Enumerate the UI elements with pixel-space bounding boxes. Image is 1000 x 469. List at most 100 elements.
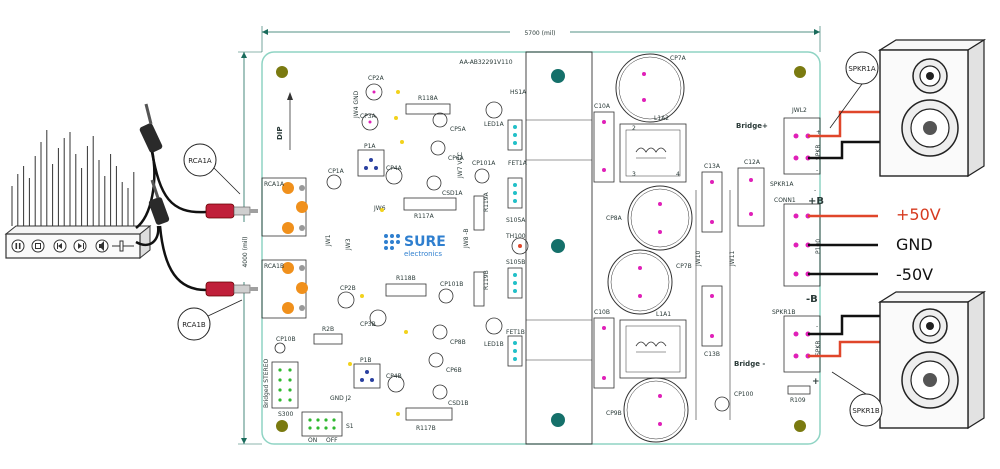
svg-text:3: 3 <box>632 171 636 178</box>
svg-text:GND J2: GND J2 <box>330 395 351 402</box>
svg-text:R109: R109 <box>790 397 806 404</box>
cap-cp6b: CP6B <box>428 352 462 374</box>
cap-cp2b: CP2B <box>337 285 356 309</box>
cap-cp6a: CP6A <box>430 140 465 162</box>
svg-text:TH100: TH100 <box>505 233 526 240</box>
svg-text:L1A1: L1A1 <box>656 311 671 318</box>
rca-connector-b: RCA1B <box>261 259 308 319</box>
cap-cp3b: CP3B <box>360 309 387 328</box>
svg-text:-B: -B <box>806 294 818 305</box>
switch-s300: S300 <box>271 361 299 418</box>
cap-csd1a: CSD1A <box>426 175 463 197</box>
svg-text:RCA1B: RCA1B <box>182 321 206 329</box>
callout-rca1b: RCA1B <box>177 299 243 341</box>
svg-text:JW3: JW3 <box>345 238 352 251</box>
svg-text:R119B: R119B <box>483 270 490 290</box>
svg-text:JW6: JW6 <box>373 205 386 212</box>
cap-c12a: C12A <box>737 159 765 227</box>
svg-text:CP101A: CP101A <box>472 160 496 167</box>
svg-text:LED1B: LED1B <box>484 341 504 348</box>
speaker-icon <box>877 38 987 178</box>
cap-csd1b: CSD1B <box>432 384 469 407</box>
volume-slider <box>112 240 134 252</box>
cap-cp101b: CP101B <box>438 281 463 304</box>
stop-icon <box>31 239 45 253</box>
svg-text:CP5A: CP5A <box>450 126 467 133</box>
svg-text:CP8B: CP8B <box>450 339 466 346</box>
trimmer-p1b: P1B <box>353 357 381 389</box>
bridged-stereo-label: Bridged STEREO <box>263 359 270 408</box>
resistor-r119a: R119A <box>473 191 490 231</box>
cap-cp5a: CP5A <box>432 112 467 133</box>
cap-c10b: C10B <box>593 309 615 389</box>
trimmer-p1a: P1A <box>357 143 385 177</box>
svg-text:OFF: OFF <box>326 437 338 444</box>
svg-text:CONN1: CONN1 <box>774 197 796 204</box>
dimension-height-label: 4000 (mil) <box>242 236 249 267</box>
svg-text:P1B: P1B <box>360 357 372 364</box>
svg-text:+: + <box>816 129 821 136</box>
svg-text:JW7 VCC: JW7 VCC <box>457 152 464 179</box>
dip-label: DIP <box>276 126 284 140</box>
svg-text:2: 2 <box>632 125 636 132</box>
resistor-r119b: R119B <box>473 270 490 307</box>
play-pause-icon <box>11 239 25 253</box>
svg-text:CP101B: CP101B <box>440 281 463 288</box>
svg-text:+: + <box>812 377 820 387</box>
speaker-icon <box>877 290 987 430</box>
svg-text:JWL2: JWL2 <box>791 107 807 114</box>
svg-text:CSD1A: CSD1A <box>442 190 463 197</box>
cap-cp2a: CP2A <box>365 75 385 101</box>
bridge-plus-label: Bridge+ <box>736 122 768 130</box>
svg-text:CP7B: CP7B <box>676 263 692 270</box>
cap-cp7a: CP7A <box>615 53 687 123</box>
speaker-connector-a: JWL2 SPKR1A SPKR + - <box>770 107 822 188</box>
svg-text:electronics: electronics <box>404 250 442 258</box>
yellow-pads <box>348 90 408 416</box>
svg-text:SPKR: SPKR <box>815 144 822 160</box>
svg-text:R117B: R117B <box>416 425 436 432</box>
inductor-l1a1: L1A1 <box>619 311 687 379</box>
dimension-width-label: 5700 (mil) <box>524 30 555 37</box>
label-gnd: GND <box>896 235 933 254</box>
dimension-width: 5700 (mil) <box>261 26 821 52</box>
svg-text:LED1A: LED1A <box>484 121 505 128</box>
prev-icon <box>53 239 67 253</box>
callout-spkr1b: SPKR1B <box>831 371 883 427</box>
resistor-r2b: R2B <box>313 326 343 345</box>
svg-text:RCA1B: RCA1B <box>264 263 284 270</box>
callout-spkr1a: SPKR1A <box>829 51 879 129</box>
cap-cp101a: CP101A <box>472 160 496 184</box>
resistor-r117b: R117B <box>405 407 453 432</box>
cap-cp1a: CP1A <box>326 168 345 190</box>
cap-cp7b: CP7B <box>607 249 692 315</box>
cap-cp100: CP100 <box>714 391 753 412</box>
svg-text:C10A: C10A <box>594 103 611 110</box>
wire-spkr1a-black <box>808 140 882 160</box>
mount-hole-bottom-right <box>794 420 806 432</box>
svg-text:CP3B: CP3B <box>360 321 376 328</box>
fet-fet1a: FET1A <box>507 119 528 167</box>
resistor-r118a: R118A <box>405 95 451 115</box>
svg-text:CSD1B: CSD1B <box>448 400 469 407</box>
mount-hole-bottom-left <box>276 420 288 432</box>
svg-text:RCA1A: RCA1A <box>264 181 285 188</box>
svg-text:CP100: CP100 <box>734 391 753 398</box>
resistor-r109: R109 <box>787 385 811 404</box>
svg-text:R118A: R118A <box>418 95 439 102</box>
svg-text:C12A: C12A <box>744 159 761 166</box>
svg-text:CP10B: CP10B <box>276 336 296 343</box>
callout-rca1a: RCA1A <box>183 143 241 195</box>
led-led1b: LED1B <box>484 317 504 348</box>
fet-s105a: S105A <box>506 177 526 224</box>
svg-text:JW4 GND: JW4 GND <box>353 90 360 119</box>
cap-cp8a: CP8A <box>606 185 693 251</box>
svg-text:C13B: C13B <box>704 351 720 358</box>
cap-cp4a: CP4A <box>385 165 403 185</box>
svg-text:CP3A: CP3A <box>360 113 377 120</box>
fet-fet1b: FET1B <box>506 329 525 367</box>
svg-text:L1A2: L1A2 <box>654 115 669 122</box>
svg-text:P100: P100 <box>815 239 822 254</box>
svg-text:CP1A: CP1A <box>328 168 345 175</box>
